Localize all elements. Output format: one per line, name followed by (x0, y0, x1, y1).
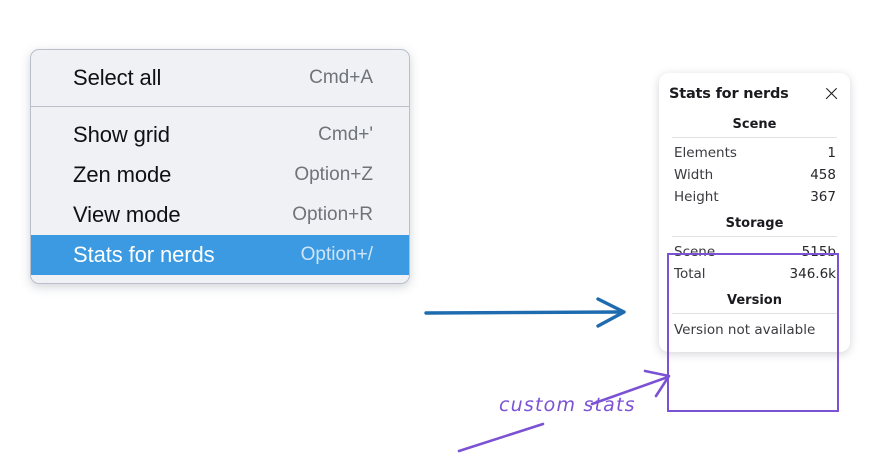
menu-item-shortcut: Option+Z (294, 164, 373, 185)
menu-item-view-mode[interactable]: View mode Option+R (31, 195, 409, 235)
stat-value: 1 (827, 145, 836, 161)
menu-group-1: Select all Cmd+A (31, 58, 409, 106)
section-version: Version Version not available (669, 292, 840, 340)
stat-row-width: Width 458 (669, 164, 840, 186)
stat-label: Height (674, 189, 719, 205)
menu-item-label: Show grid (73, 122, 170, 147)
panel-title: Stats for nerds (669, 85, 789, 102)
menu-item-shortcut: Cmd+A (309, 67, 373, 88)
menu-item-select-all[interactable]: Select all Cmd+A (31, 58, 409, 98)
section-heading: Storage (725, 216, 784, 231)
stat-value: 346.6k (789, 266, 836, 282)
menu-item-shortcut: Option+/ (300, 244, 373, 265)
menu-item-stats-for-nerds[interactable]: Stats for nerds Option+/ (31, 235, 409, 275)
close-icon[interactable] (823, 85, 840, 102)
blue-arrow (424, 297, 626, 328)
stat-row-scene-storage: Scene 515b (669, 241, 840, 263)
panel-header: Stats for nerds (669, 83, 840, 102)
context-menu[interactable]: Select all Cmd+A Show grid Cmd+' Zen mod… (30, 49, 410, 284)
menu-group-2: Show grid Cmd+' Zen mode Option+Z View m… (31, 106, 409, 275)
stats-for-nerds-panel: Stats for nerds Scene Elements 1 Width 4… (659, 73, 850, 352)
annotation-custom-stats-label: custom stats (499, 394, 636, 416)
stat-value: 367 (810, 189, 836, 205)
menu-item-label: View mode (73, 202, 181, 227)
menu-item-shortcut: Cmd+' (318, 124, 373, 145)
stat-row-elements: Elements 1 (669, 142, 840, 164)
stat-label: Width (674, 167, 714, 183)
section-heading: Scene (732, 117, 777, 132)
section-heading: Version (727, 293, 782, 308)
menu-item-show-grid[interactable]: Show grid Cmd+' (31, 115, 409, 155)
section-divider (672, 313, 837, 314)
section-scene: Scene Elements 1 Width 458 Height 367 (669, 116, 840, 208)
version-note: Version not available (674, 322, 816, 338)
menu-item-zen-mode[interactable]: Zen mode Option+Z (31, 155, 409, 195)
menu-item-label: Zen mode (73, 162, 172, 187)
section-storage: Storage Scene 515b Total 346.6k (669, 215, 840, 285)
section-divider (672, 236, 837, 237)
stat-row-total-storage: Total 346.6k (669, 263, 840, 285)
stat-value: 515b (801, 244, 836, 260)
stat-value: 458 (810, 167, 836, 183)
section-divider (672, 137, 837, 138)
menu-item-shortcut: Option+R (292, 204, 373, 225)
stat-row-height: Height 367 (669, 186, 840, 208)
purple-underline-stroke (457, 422, 545, 453)
menu-item-label: Stats for nerds (73, 242, 215, 267)
menu-item-label: Select all (73, 65, 162, 90)
stat-label: Elements (674, 145, 737, 161)
stat-label: Scene (674, 244, 716, 260)
stat-label: Total (674, 266, 706, 282)
